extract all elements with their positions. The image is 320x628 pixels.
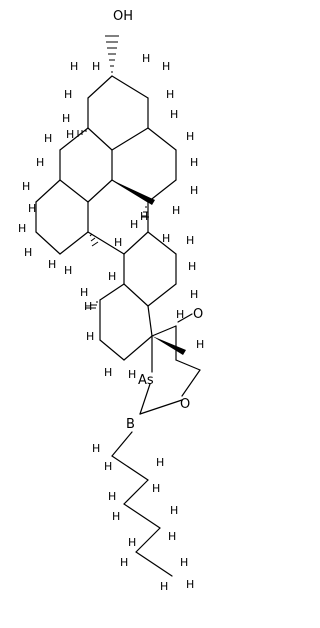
c8-hydrogen-bond (89, 233, 99, 247)
hydrogen-label: H (166, 88, 174, 101)
hydrogen-label: H (140, 210, 148, 223)
c14-hydrogen-bond (85, 301, 98, 309)
hydrogen-label: H (24, 246, 32, 259)
hydrogen-label: H (44, 132, 52, 145)
hydrogen-label: H (108, 490, 116, 503)
c5-hydrogen-bond (77, 130, 87, 137)
hydrogen-label: H (142, 52, 150, 65)
ring-oxygen-label: O (180, 397, 190, 412)
hydrogen-label: H (162, 232, 170, 245)
carbonyl-oxygen-label: O (193, 307, 203, 322)
hydrogen-label: H (130, 218, 138, 231)
hydrogen-label: H (104, 460, 112, 473)
hydrogen-label: H (92, 60, 100, 73)
hydrogen-label: H (28, 202, 36, 215)
hydrogen-label: H (64, 264, 72, 277)
ring-e (99, 283, 153, 361)
hydrogen-label: H (196, 338, 204, 351)
ring-a (87, 75, 149, 151)
hydrogen-label: H (170, 108, 178, 121)
hydrogen-label: H (104, 366, 112, 379)
hydrogen-label: H (172, 204, 180, 217)
hydroxyl-bond (105, 35, 119, 73)
hydrogen-label: H (86, 330, 94, 343)
hydroxyl-label: OH (113, 9, 133, 24)
hydrogen-label: H (22, 180, 30, 193)
hydrogen-label: H (176, 308, 184, 321)
hydrogen-label: H (152, 482, 160, 495)
hydrogen-label: H (114, 236, 122, 249)
hydrogen-label: H (92, 442, 100, 455)
hydrogen-label: H (128, 368, 136, 381)
hydrogen-label: H (80, 286, 88, 299)
hydrogen-label: H (64, 88, 72, 101)
hydrogen-label: H (190, 288, 198, 301)
butyl-chain (111, 431, 173, 577)
hydrogen-label: H (162, 60, 170, 73)
hydrogen-label: H (160, 580, 168, 593)
hydrogen-label: H (186, 234, 194, 247)
ring-a-side (111, 127, 177, 203)
hydrogen-label: H (18, 222, 26, 235)
hydrogen-label: H (128, 536, 136, 549)
hydrogen-label: H (112, 510, 120, 523)
hydrogen-label: H (66, 128, 74, 141)
hydrogen-label: H (108, 270, 116, 283)
hydrogen-label: H (36, 156, 44, 169)
boron-label: B (126, 417, 135, 432)
hydrogen-label: H (190, 184, 198, 197)
ring-d (87, 201, 177, 307)
hydrogen-label: H (188, 260, 196, 273)
hydrogen-label: H (70, 60, 78, 73)
ring-b (59, 127, 113, 203)
hydrogen-label: H (186, 130, 194, 143)
c17-substituents (151, 313, 201, 397)
boronate-ring (139, 335, 183, 415)
hydrogen-label: H (48, 258, 56, 271)
hydrogen-label: H (84, 300, 92, 313)
hydrogen-label: H (190, 156, 198, 169)
ring-c (35, 179, 89, 255)
hydrogen-label: H (120, 556, 128, 569)
hydrogen-label: H (186, 578, 194, 591)
steroid-structure-diagram: OH (18, 9, 204, 593)
arsenic-label: As (138, 373, 154, 388)
c13-methyl-wedge (152, 336, 186, 355)
hydrogen-label: H (170, 504, 178, 517)
hydrogen-label: H (156, 456, 164, 469)
hydrogen-label: H (168, 530, 176, 543)
hydrogen-label: H (62, 112, 70, 125)
hydrogen-label: H (180, 556, 188, 569)
